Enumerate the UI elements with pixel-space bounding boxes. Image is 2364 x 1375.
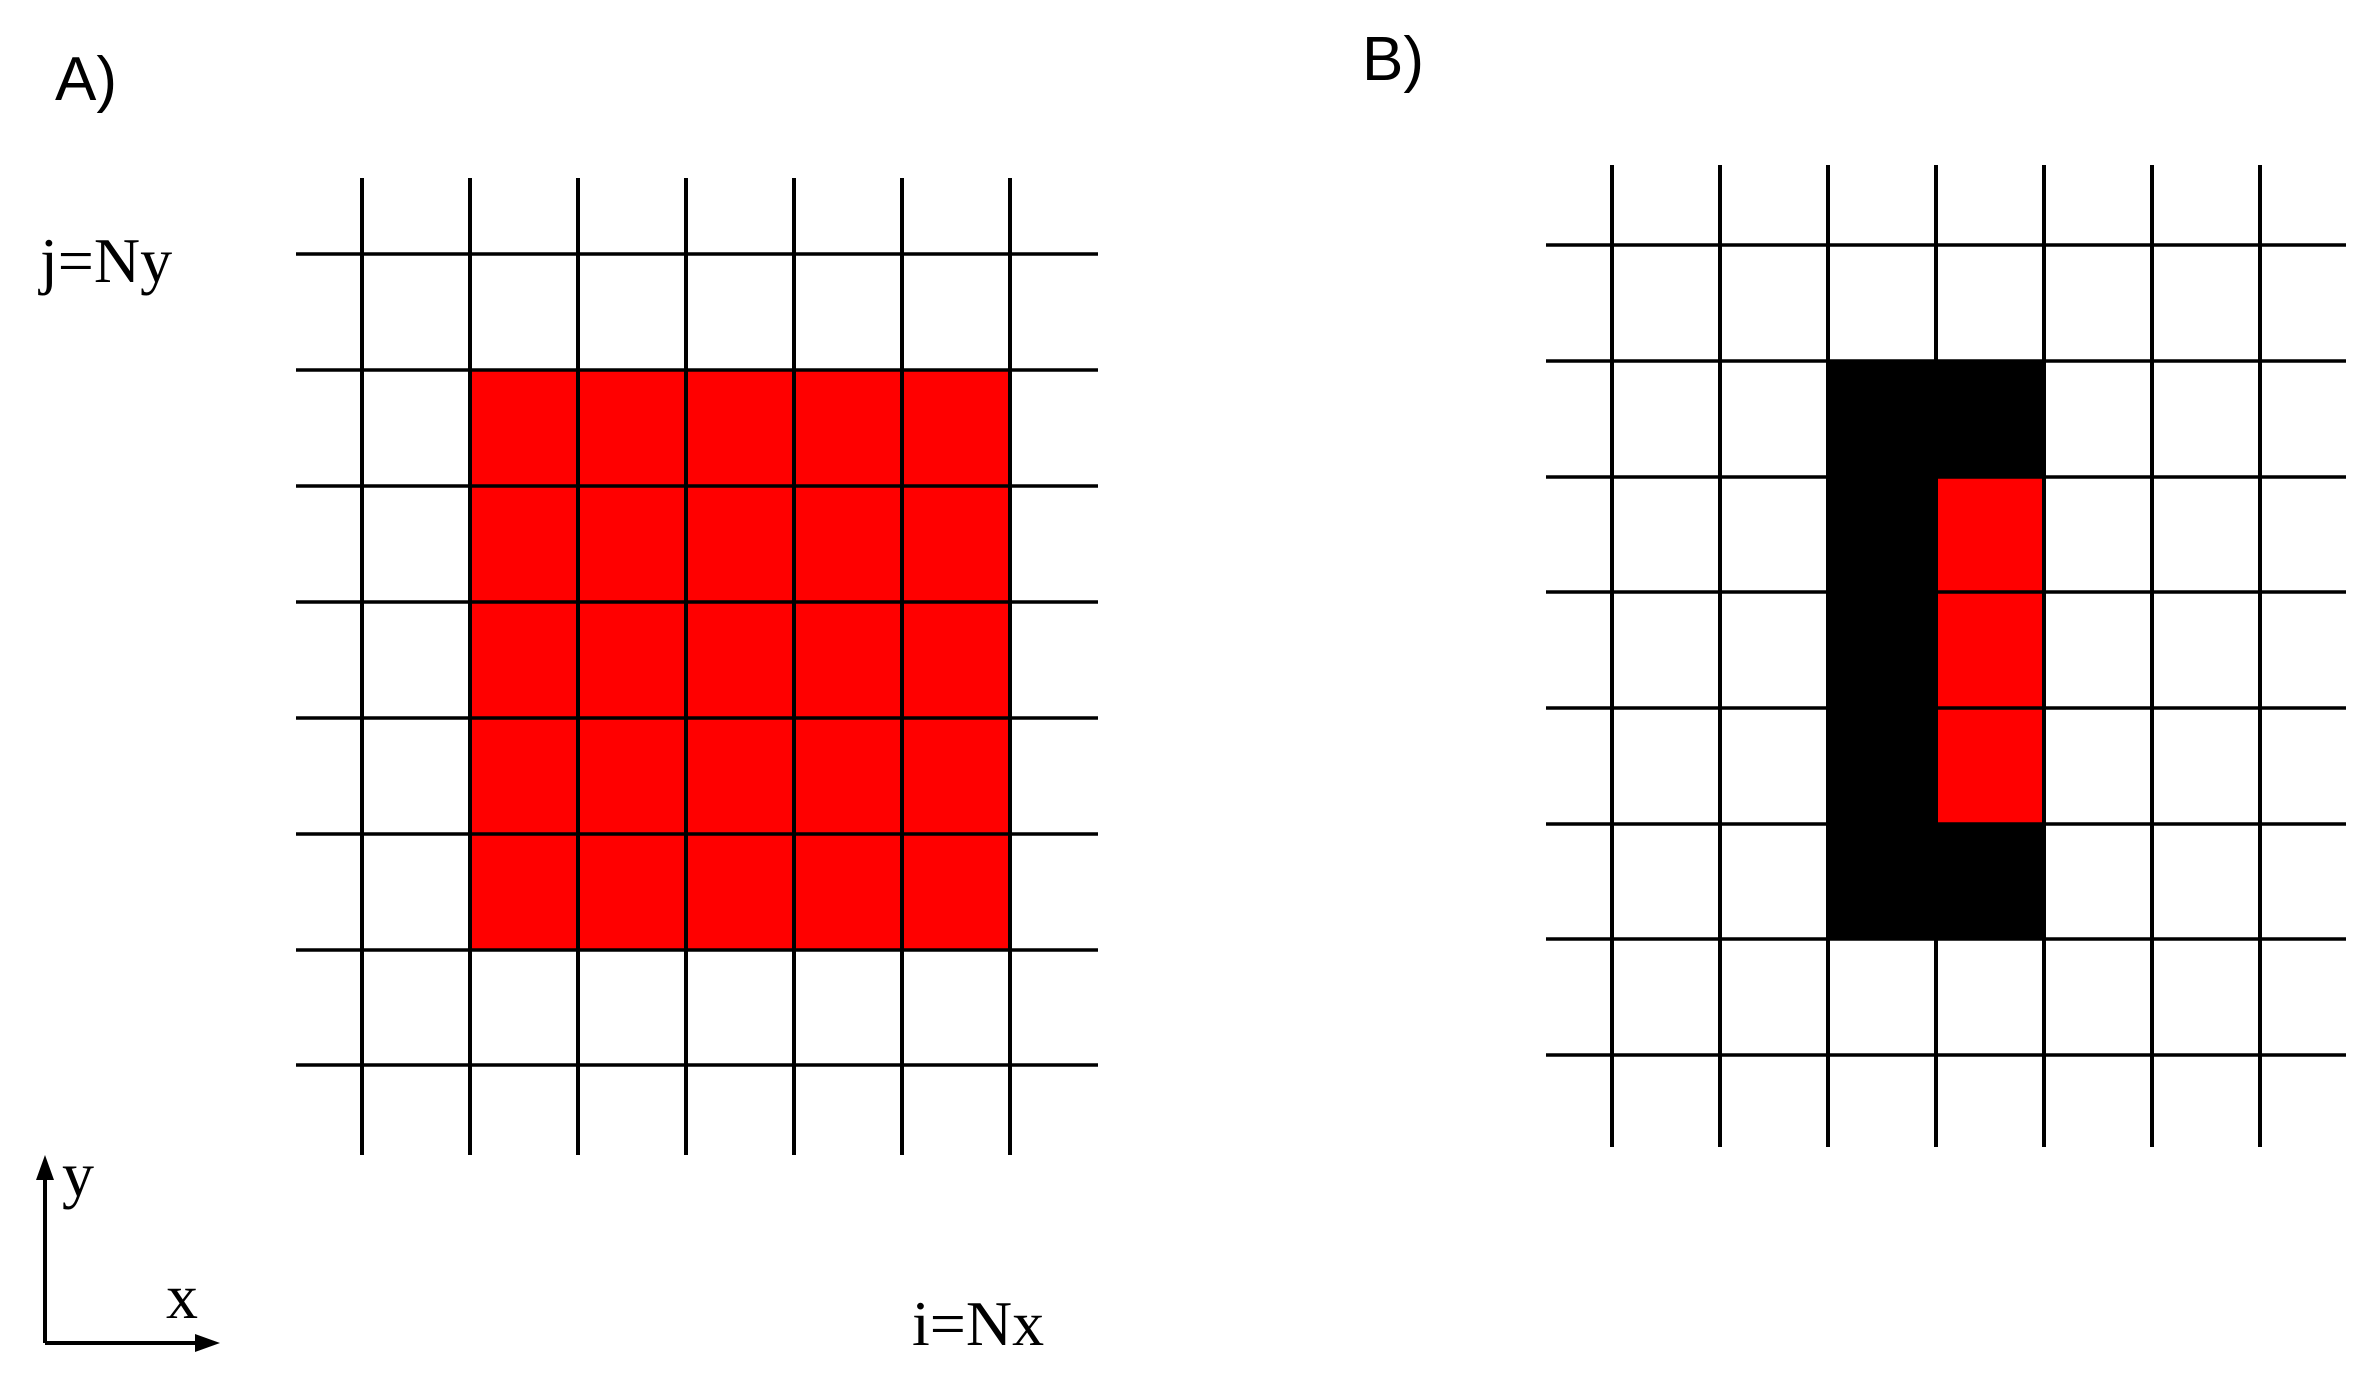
panel-b-cells <box>1828 361 2044 939</box>
panel-a-cell-5-2 <box>902 486 1010 602</box>
panel-b-cell-3-5 <box>1936 824 2044 939</box>
panel-a-cell-5-5 <box>902 834 1010 950</box>
panel-b-cell-3-4 <box>1936 708 2044 824</box>
panel-a-cell-1-4 <box>470 718 578 834</box>
panel-a-cell-2-3 <box>578 602 686 718</box>
panel-a-cell-4-1 <box>794 370 902 486</box>
y-axis-label: y <box>62 1139 94 1210</box>
panel-b-cell-3-2 <box>1936 477 2044 592</box>
panel-a-cell-3-3 <box>686 602 794 718</box>
panel-a-cell-3-2 <box>686 486 794 602</box>
panel-b-cell-3-3 <box>1936 592 2044 708</box>
panel-b-cell-3-1 <box>1936 361 2044 477</box>
y-index-label: j=Ny <box>38 225 172 296</box>
y-axis-arrowhead-icon <box>36 1155 54 1180</box>
panel-b-label: B) <box>1362 25 1424 94</box>
panel-a-cells <box>470 370 1010 950</box>
panel-a-cell-2-1 <box>578 370 686 486</box>
panel-b-grid <box>1546 165 2346 1147</box>
panel-a-cell-4-4 <box>794 718 902 834</box>
panel-a-cell-3-4 <box>686 718 794 834</box>
panel-a-cell-3-5 <box>686 834 794 950</box>
panel-b-cell-2-4 <box>1828 708 1936 824</box>
panel-a-cell-4-5 <box>794 834 902 950</box>
panel-a-label: A) <box>55 45 117 114</box>
panel-a-cell-3-1 <box>686 370 794 486</box>
panel-a-grid <box>296 178 1098 1155</box>
panel-b-cell-2-1 <box>1828 361 1936 477</box>
x-axis-label: x <box>166 1261 198 1332</box>
panel-a-cell-1-5 <box>470 834 578 950</box>
panel-b-cell-2-2 <box>1828 477 1936 592</box>
panel-a-cell-1-2 <box>470 486 578 602</box>
panel-a: A) j=Ny i=Nx y x <box>36 45 1098 1359</box>
panel-a-cell-2-5 <box>578 834 686 950</box>
panel-a-cell-4-3 <box>794 602 902 718</box>
axes-indicator: y x <box>36 1139 220 1352</box>
panel-a-cell-5-3 <box>902 602 1010 718</box>
panel-a-cell-5-1 <box>902 370 1010 486</box>
panel-b-cell-2-5 <box>1828 824 1936 939</box>
panel-b-cell-2-3 <box>1828 592 1936 708</box>
panel-a-cell-5-4 <box>902 718 1010 834</box>
panel-b: B) <box>1362 25 2346 1147</box>
panel-a-cell-1-3 <box>470 602 578 718</box>
panel-a-cell-4-2 <box>794 486 902 602</box>
panel-a-cell-2-4 <box>578 718 686 834</box>
x-axis-arrowhead-icon <box>195 1334 220 1352</box>
x-index-label: i=Nx <box>912 1288 1044 1359</box>
panel-a-cell-2-2 <box>578 486 686 602</box>
panel-a-cell-1-1 <box>470 370 578 486</box>
